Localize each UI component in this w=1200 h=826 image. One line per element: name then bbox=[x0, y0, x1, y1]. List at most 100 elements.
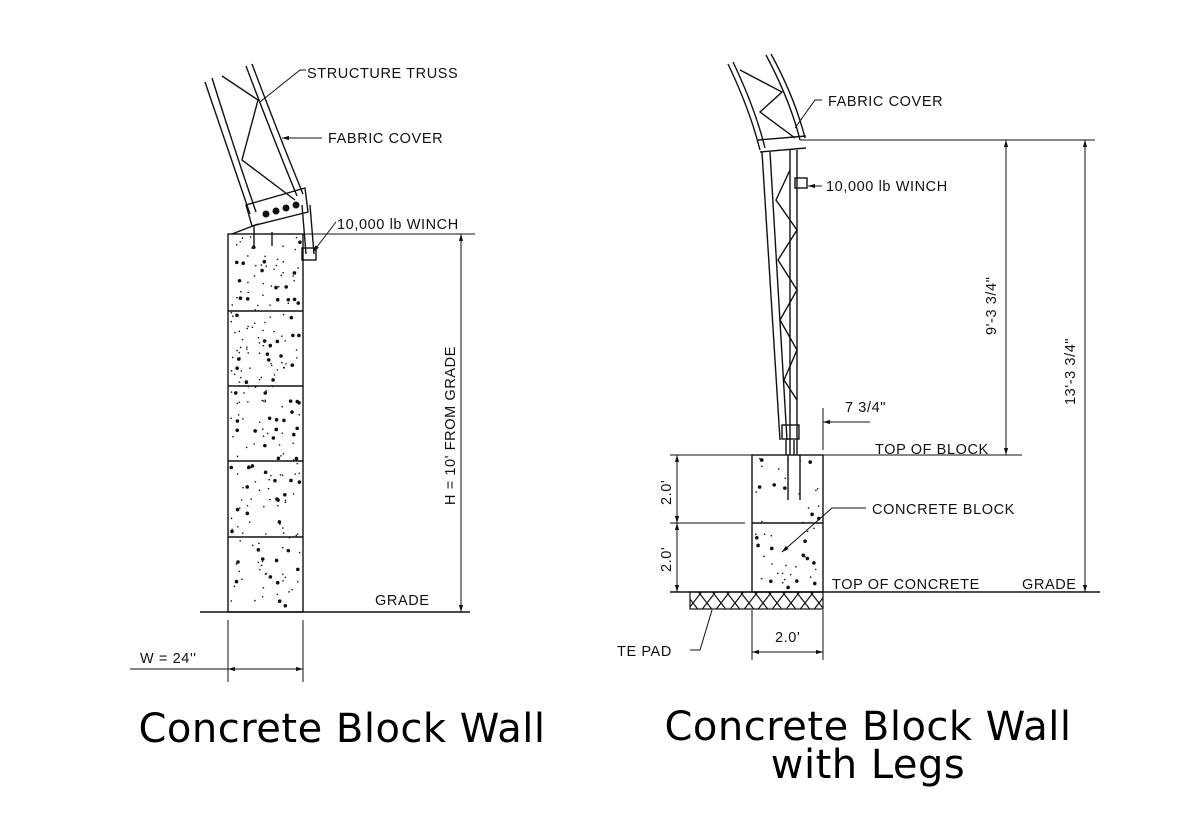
right-truss-legs bbox=[727, 53, 808, 500]
concrete-speck bbox=[785, 564, 787, 567]
concrete-speck bbox=[262, 294, 264, 297]
concrete-speck bbox=[265, 390, 267, 392]
concrete-speck bbox=[783, 486, 787, 490]
concrete-speck bbox=[756, 543, 760, 548]
concrete-speck bbox=[247, 401, 249, 403]
concrete-speck bbox=[757, 485, 762, 489]
concrete-speck bbox=[274, 285, 278, 290]
concrete-speck bbox=[245, 297, 250, 301]
concrete-speck bbox=[247, 255, 249, 257]
concrete-speck bbox=[295, 236, 298, 239]
te-pad-hatch bbox=[689, 591, 824, 610]
concrete-speck bbox=[298, 551, 301, 554]
concrete-speck bbox=[289, 315, 294, 320]
concrete-speck bbox=[273, 478, 277, 483]
concrete-speck bbox=[817, 505, 820, 507]
concrete-speck bbox=[236, 349, 238, 352]
concrete-speck bbox=[755, 491, 757, 493]
concrete-speck bbox=[269, 304, 271, 306]
concrete-speck bbox=[271, 378, 275, 382]
concrete-speck bbox=[239, 376, 242, 379]
concrete-speck bbox=[264, 399, 267, 402]
concrete-speck bbox=[230, 370, 233, 372]
right-fabric-cover-label: FABRIC COVER bbox=[828, 94, 943, 110]
concrete-speck bbox=[265, 572, 268, 575]
concrete-speck bbox=[292, 275, 294, 277]
concrete-speck bbox=[296, 301, 301, 305]
concrete-speck bbox=[808, 460, 813, 464]
concrete-speck bbox=[295, 349, 298, 351]
concrete-speck bbox=[239, 539, 242, 542]
concrete-speck bbox=[245, 348, 248, 350]
concrete-speck bbox=[249, 236, 252, 238]
concrete-speck bbox=[262, 435, 265, 438]
right-drawing: FABRIC COVER 10,000 lb WINCH 9'-3 3/4" 1… bbox=[617, 53, 1100, 788]
concrete-speck bbox=[247, 385, 250, 388]
concrete-speck bbox=[254, 599, 256, 602]
concrete-speck bbox=[270, 285, 273, 287]
concrete-speck bbox=[256, 548, 261, 552]
concrete-speck bbox=[759, 458, 764, 462]
concrete-speck bbox=[251, 326, 254, 329]
right-grade-label: GRADE bbox=[1022, 577, 1077, 593]
concrete-speck bbox=[270, 362, 272, 365]
concrete-speck bbox=[292, 493, 295, 495]
concrete-speck bbox=[294, 473, 296, 475]
concrete-speck bbox=[262, 344, 265, 347]
concrete-speck bbox=[281, 405, 283, 408]
concrete-speck bbox=[232, 315, 234, 317]
concrete-speck bbox=[265, 265, 268, 267]
concrete-speck bbox=[275, 297, 280, 302]
concrete-speck bbox=[249, 367, 251, 369]
concrete-speck bbox=[260, 269, 263, 272]
concrete-speck bbox=[250, 466, 252, 469]
concrete-speck bbox=[258, 489, 261, 492]
concrete-speck bbox=[262, 329, 264, 332]
concrete-speck bbox=[238, 351, 241, 354]
concrete-speck bbox=[284, 576, 287, 579]
concrete-speck bbox=[275, 580, 280, 585]
structure-truss-label: STRUCTURE TRUSS bbox=[307, 66, 458, 82]
right-winch-label: 10,000 lb WINCH bbox=[826, 179, 948, 195]
concrete-speck bbox=[247, 325, 249, 328]
concrete-speck bbox=[814, 568, 817, 571]
concrete-speck bbox=[277, 520, 282, 524]
concrete-speck bbox=[268, 478, 271, 481]
concrete-speck bbox=[236, 402, 239, 405]
concrete-speck bbox=[296, 357, 298, 359]
concrete-speck bbox=[285, 363, 287, 365]
concrete-speck bbox=[252, 245, 256, 250]
concrete-speck bbox=[275, 264, 278, 267]
concrete-speck bbox=[816, 488, 819, 490]
concrete-speck bbox=[799, 459, 802, 462]
concrete-speck bbox=[262, 282, 265, 285]
concrete-speck bbox=[264, 321, 266, 324]
concrete-speck bbox=[288, 399, 293, 403]
concrete-speck bbox=[286, 297, 291, 302]
concrete-speck bbox=[230, 517, 233, 520]
concrete-speck bbox=[235, 428, 240, 433]
left-drawing: STRUCTURE TRUSS FABRIC COVER 10,000 lb W… bbox=[130, 63, 545, 752]
concrete-speck bbox=[240, 499, 243, 501]
concrete-speck bbox=[242, 486, 244, 489]
concrete-speck bbox=[274, 417, 279, 422]
concrete-speck bbox=[270, 364, 273, 367]
concrete-speck bbox=[230, 391, 233, 393]
concrete-speck bbox=[262, 339, 267, 343]
concrete-speck bbox=[254, 309, 256, 311]
concrete-speck bbox=[254, 322, 256, 325]
concrete-speck bbox=[274, 558, 279, 563]
concrete-speck bbox=[284, 501, 287, 504]
concrete-speck bbox=[281, 361, 283, 364]
concrete-speck bbox=[236, 508, 239, 510]
concrete-speck bbox=[281, 335, 283, 338]
concrete-speck bbox=[235, 313, 239, 318]
concrete-speck bbox=[241, 237, 244, 239]
concrete-speck bbox=[815, 489, 817, 492]
concrete-speck bbox=[803, 539, 807, 544]
concrete-speck bbox=[246, 465, 251, 470]
concrete-speck bbox=[761, 520, 763, 523]
concrete-speck bbox=[280, 455, 282, 457]
concrete-speck bbox=[284, 285, 288, 289]
concrete-speck bbox=[813, 527, 815, 530]
